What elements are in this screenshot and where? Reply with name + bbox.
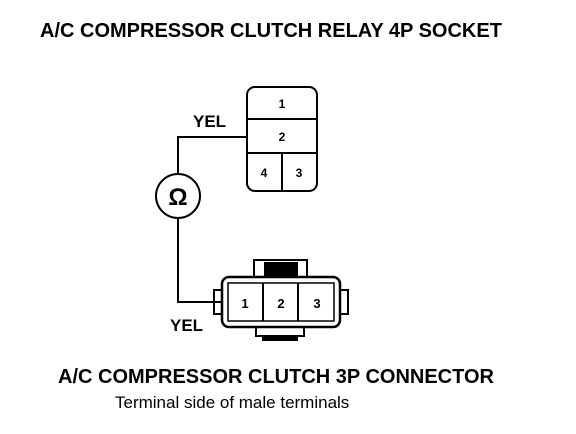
relay-socket: 1 2 4 3	[246, 86, 318, 192]
wire-label-yel-lower: YEL	[170, 316, 203, 335]
relay-terminal-2: 2	[279, 130, 286, 144]
relay-terminal-4: 4	[261, 166, 268, 180]
relay-terminal-3: 3	[296, 166, 303, 180]
wire-yel-upper	[177, 136, 247, 174]
connector-subtitle: Terminal side of male terminals	[115, 393, 350, 412]
relay-terminal-1: 1	[279, 97, 286, 111]
relay-socket-title: A/C COMPRESSOR CLUTCH RELAY 4P SOCKET	[40, 20, 502, 42]
connector-terminal-2: 2	[277, 296, 284, 311]
connector-terminal-3: 3	[313, 296, 320, 311]
wire-label-yel-upper: YEL	[193, 112, 226, 131]
wire-yel-lower	[177, 218, 222, 303]
connector-title: A/C COMPRESSOR CLUTCH 3P CONNECTOR	[58, 366, 494, 388]
connector-terminal-1: 1	[241, 296, 248, 311]
svg-text:Ω: Ω	[168, 184, 187, 211]
ohmmeter-icon: Ω	[155, 173, 201, 219]
connector-3p: 1 2 3	[213, 259, 349, 341]
